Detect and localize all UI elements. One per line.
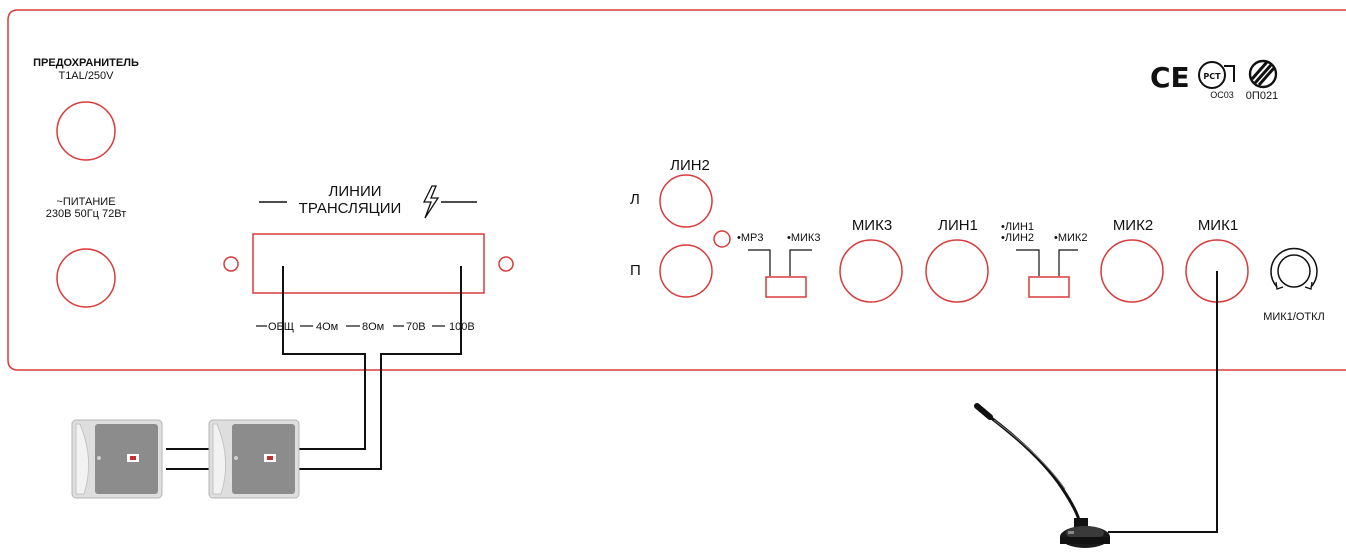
microphone-icon xyxy=(974,403,1110,548)
cert-code-1: ОС03 xyxy=(1210,90,1234,100)
selector-leader-lines xyxy=(748,249,812,276)
lin2-right-label: П xyxy=(630,262,641,279)
tap-8-ohm: 8Ом xyxy=(362,321,384,333)
mp3-mik3-switch[interactable] xyxy=(765,276,807,298)
svg-text:РСТ: РСТ xyxy=(1203,72,1221,81)
mik2-label: МИК2 xyxy=(1113,217,1153,234)
selector2-leader-lines xyxy=(1016,249,1078,276)
fuse-title: ПРЕДОХРАНИТЕЛЬ xyxy=(33,57,139,69)
tap-common: ОБЩ xyxy=(268,321,294,333)
terminal-screw-left xyxy=(223,256,239,272)
lines-title: ЛИНИИ xyxy=(328,183,381,200)
fuse-rating: T1AL/250V xyxy=(58,70,114,82)
lin-mik2-switch[interactable] xyxy=(1028,276,1070,298)
selector-mp3-label: •MP3 xyxy=(737,232,763,244)
lin1-jack[interactable] xyxy=(925,239,989,303)
mik2-jack[interactable] xyxy=(1100,239,1164,303)
microphone-cable xyxy=(1108,271,1218,533)
tap-70v: 70В xyxy=(406,321,426,333)
power-title: ~ПИТАНИЕ xyxy=(56,196,115,208)
ce-mark-icon: CE xyxy=(1150,61,1190,94)
mik3-label: МИК3 xyxy=(852,217,892,234)
lightning-icon xyxy=(422,185,440,219)
selector-mik2-label: •МИК2 xyxy=(1054,232,1087,244)
speaker-wiring xyxy=(166,266,462,470)
mik1-switch-label: МИК1/ОТКЛ xyxy=(1263,311,1325,323)
speaker-icon xyxy=(208,419,300,499)
mik1-label: МИК1 xyxy=(1198,217,1238,234)
power-socket[interactable] xyxy=(56,248,116,308)
certification-mark-icon xyxy=(1248,59,1278,89)
lin2-left-label: Л xyxy=(630,191,640,208)
selector-mik3-label: •МИК3 xyxy=(787,232,820,244)
speaker-line-terminal[interactable] xyxy=(252,233,485,294)
tap-labels: ОБЩ 4Ом 8Ом 70В 100В xyxy=(256,321,475,333)
knob-icon[interactable] xyxy=(1270,247,1318,290)
selector-lin1-label: •ЛИН1 xyxy=(1001,221,1034,233)
speaker-icon xyxy=(71,419,163,499)
cert-code-2: 0П021 xyxy=(1246,90,1278,102)
indicator-led xyxy=(713,230,731,248)
lin2-right-jack[interactable] xyxy=(659,244,713,298)
terminal-screw-right xyxy=(498,256,514,272)
selector-lin2-label: •ЛИН2 xyxy=(1001,232,1034,244)
rear-panel-outline xyxy=(7,9,1346,371)
power-rating: 230В 50Гц 72Вт xyxy=(46,208,127,220)
mik3-jack[interactable] xyxy=(839,239,903,303)
tap-4-ohm: 4Ом xyxy=(316,321,338,333)
lines-title-2: ТРАНСЛЯЦИИ xyxy=(299,200,402,217)
rst-mark-icon: РСТ xyxy=(1198,61,1235,89)
lin2-label: ЛИН2 xyxy=(670,157,710,174)
fuse-holder[interactable] xyxy=(56,101,116,161)
lin1-label: ЛИН1 xyxy=(938,217,978,234)
lin2-left-jack[interactable] xyxy=(659,174,713,228)
